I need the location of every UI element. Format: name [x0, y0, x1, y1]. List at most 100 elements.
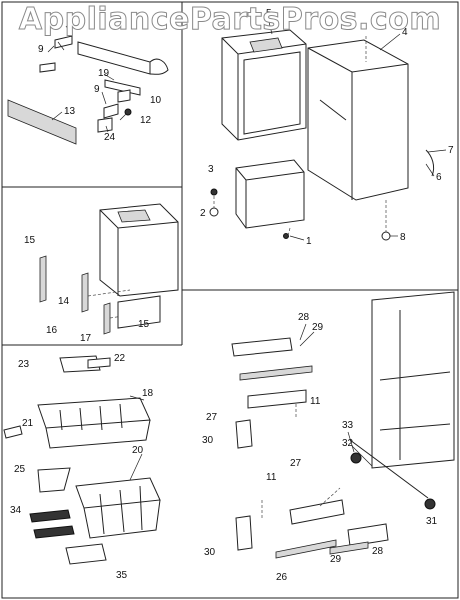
- callout-15b: 15: [138, 319, 150, 330]
- leader-33: [347, 431, 355, 453]
- leader-4: [379, 33, 401, 51]
- liner-body: [99, 203, 179, 297]
- callout-19: 19: [98, 68, 110, 79]
- callout-31: 31: [426, 516, 438, 527]
- callout-16: 16: [46, 325, 58, 336]
- callout-27b: 27: [290, 458, 302, 469]
- callout-14: 14: [58, 296, 70, 307]
- leader-9a: [57, 41, 65, 51]
- bracket-30b: [235, 515, 253, 551]
- cord-7: [425, 149, 435, 177]
- slide-set-34a: [29, 509, 71, 523]
- screw-12: [124, 108, 132, 116]
- callout-32: 32: [342, 438, 354, 449]
- slide-set-34b: [33, 525, 75, 539]
- callout-4: 4: [402, 27, 408, 38]
- callout-29a: 29: [312, 322, 324, 333]
- callout-9b: 9: [94, 84, 100, 95]
- washer-2: [209, 207, 219, 217]
- upper-liner: [221, 29, 307, 141]
- clip-part-24: [97, 117, 113, 133]
- leader-7: [427, 149, 447, 153]
- cabinet-corner-inner: [379, 310, 451, 460]
- leader-1: [289, 235, 305, 241]
- callout-labels: 5 4 7 6 3 2 1 8 9 19 9 10 12 13 24 15 14…: [10, 8, 454, 583]
- leader-19: [103, 73, 115, 81]
- callout-29b: 29: [330, 554, 342, 565]
- slide-rail-27a: [247, 389, 307, 409]
- liner-edges: [99, 209, 179, 296]
- cabinet-shell: [307, 39, 409, 201]
- callout-9a: 9: [38, 44, 44, 55]
- basket-divider-25: [37, 467, 71, 493]
- callout-5: 5: [266, 8, 272, 19]
- hinge-plate: [104, 79, 141, 96]
- bin-35: [65, 543, 107, 565]
- knob-31: [424, 498, 436, 510]
- callout-17: 17: [80, 333, 92, 344]
- leader-top-clip: [65, 25, 73, 37]
- plug-8: [381, 231, 391, 241]
- callout-12: 12: [140, 115, 152, 126]
- leader-13: [51, 111, 63, 121]
- callout-1: 1: [306, 236, 312, 247]
- callout-20: 20: [132, 445, 144, 456]
- callout-13: 13: [64, 106, 76, 117]
- slide-rail-27b: [289, 499, 345, 525]
- callout-24: 24: [104, 132, 116, 143]
- cabinet-shell-edges: [307, 47, 409, 200]
- basket-clip-22: [87, 357, 111, 369]
- basket-handle-21: [3, 425, 23, 439]
- cabinet-guides: [213, 36, 387, 237]
- leader-6: [425, 163, 435, 177]
- callout-23: 23: [18, 359, 30, 370]
- callout-11a: 11: [310, 396, 321, 407]
- callout-3: 3: [208, 164, 214, 175]
- callout-34: 34: [10, 505, 22, 516]
- shelf-rail-assembly: [7, 25, 169, 145]
- callout-28b: 28: [372, 546, 384, 557]
- callout-11b: 11: [266, 472, 277, 483]
- slide-rail-assembly: [231, 291, 455, 559]
- callout-35: 35: [116, 570, 128, 581]
- rail-29a: [239, 365, 313, 381]
- leader-5: [267, 17, 273, 35]
- callout-leaders: [47, 17, 447, 481]
- callout-8: 8: [400, 232, 406, 243]
- support-block: [39, 62, 56, 73]
- leader-18: [129, 395, 145, 401]
- callout-21: 21: [22, 418, 34, 429]
- slide-28a: [231, 337, 293, 357]
- crisper-housing-edges: [235, 167, 305, 228]
- clip-part-9b: [103, 103, 119, 119]
- leader-12: [119, 113, 127, 121]
- rail-bracket-curl: [149, 58, 169, 75]
- callout-27a: 27: [206, 412, 218, 423]
- upper-liner-edges: [221, 37, 307, 140]
- leader-29a: [299, 331, 315, 347]
- callout-28a: 28: [298, 312, 310, 323]
- wire-basket-18-mesh: [45, 403, 151, 449]
- callout-18: 18: [142, 388, 154, 399]
- leader-9b: [101, 91, 107, 105]
- callout-30a: 30: [202, 435, 214, 446]
- rail-part-17: [103, 302, 111, 335]
- rail-part-14: [81, 272, 89, 313]
- callout-6: 6: [436, 172, 442, 183]
- callout-22: 22: [114, 353, 126, 364]
- basket-assembly: [3, 355, 161, 565]
- bracket-30a: [235, 419, 253, 449]
- leader-20: [129, 453, 143, 481]
- callout-33: 33: [342, 420, 354, 431]
- leader-9a-label: [47, 45, 55, 53]
- rail-bracket: [77, 41, 151, 75]
- callout-26: 26: [276, 572, 288, 583]
- wire-basket-20: [75, 477, 161, 509]
- callout-2: 2: [200, 208, 206, 219]
- liner-rail-assembly: [39, 203, 179, 335]
- leader-24: [105, 125, 109, 133]
- callout-30b: 30: [204, 547, 216, 558]
